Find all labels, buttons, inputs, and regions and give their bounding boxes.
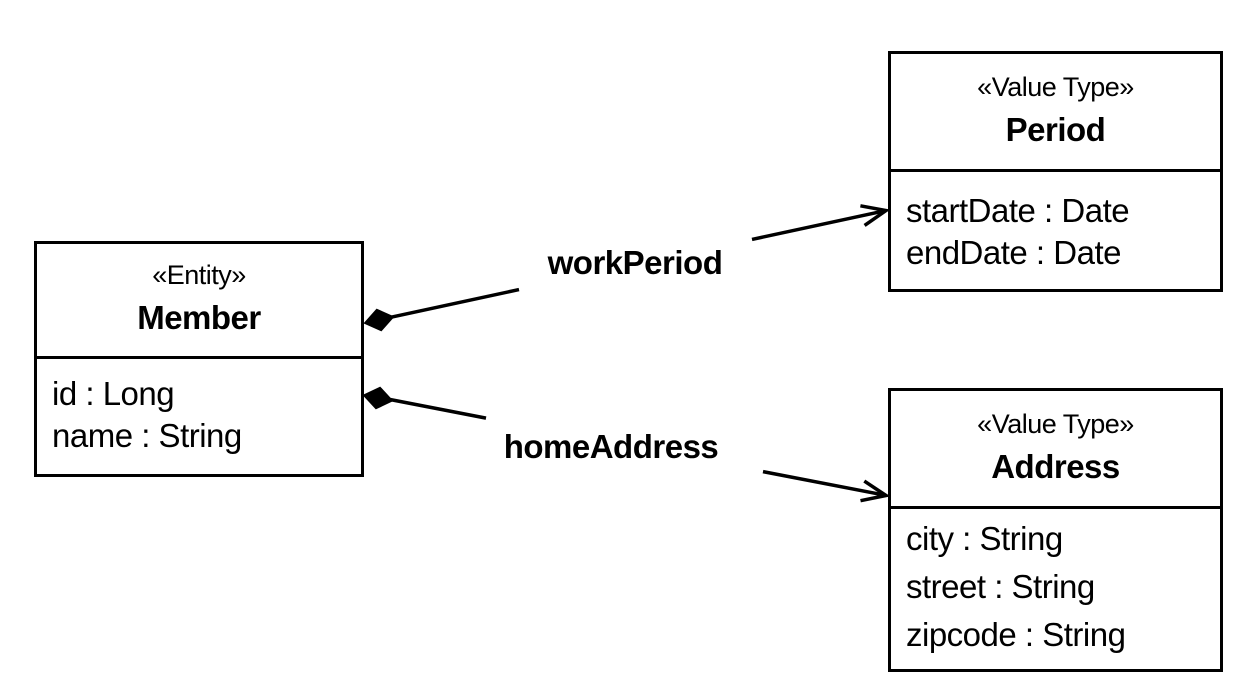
attribute-startdate: startDate : Date: [906, 192, 1130, 229]
class-period-stereotype: «Value Type»: [977, 71, 1134, 102]
class-member-name: Member: [137, 299, 261, 336]
class-address-attributes-compartment: city : String street : String zipcode : …: [891, 509, 1220, 669]
attribute-enddate: endDate : Date: [906, 234, 1121, 271]
attribute-street: street : String: [906, 568, 1095, 605]
association-workperiod-line-start: [389, 287, 520, 320]
class-box-period: «Value Type» Period startDate : Date end…: [888, 51, 1223, 292]
association-homeaddress: [362, 386, 891, 503]
class-period-name: Period: [1005, 110, 1106, 148]
class-address-title-compartment: «Value Type» Address: [891, 391, 1220, 509]
composition-diamond-icon: [362, 386, 394, 410]
class-member-attributes-compartment: id : Long name : String: [37, 359, 361, 474]
class-period-attributes-compartment: startDate : Date endDate : Date: [891, 172, 1220, 289]
association-homeaddress-line-end: [762, 469, 884, 497]
arrowhead-icon: [860, 204, 891, 227]
association-label-homeaddress: homeAddress: [495, 426, 727, 468]
association-homeaddress-line-start: [389, 397, 487, 420]
class-address-stereotype: «Value Type»: [977, 408, 1134, 439]
arrowhead-icon: [860, 479, 891, 503]
attribute-name: name : String: [52, 417, 242, 454]
association-workperiod: [363, 204, 891, 332]
class-period-title-compartment: «Value Type» Period: [891, 54, 1220, 172]
class-address-name: Address: [991, 447, 1120, 485]
composition-diamond-icon: [363, 308, 395, 332]
class-box-address: «Value Type» Address city : String stree…: [888, 388, 1223, 672]
attribute-zipcode: zipcode : String: [906, 616, 1126, 653]
class-box-member: «Entity» Member id : Long name : String: [34, 241, 364, 477]
association-workperiod-line-end: [751, 209, 884, 242]
attribute-id: id : Long: [52, 375, 175, 412]
association-label-workperiod: workPeriod: [539, 242, 731, 284]
class-member-title-compartment: «Entity» Member: [37, 244, 361, 359]
class-member-stereotype: «Entity»: [152, 260, 246, 290]
attribute-city: city : String: [906, 520, 1063, 557]
